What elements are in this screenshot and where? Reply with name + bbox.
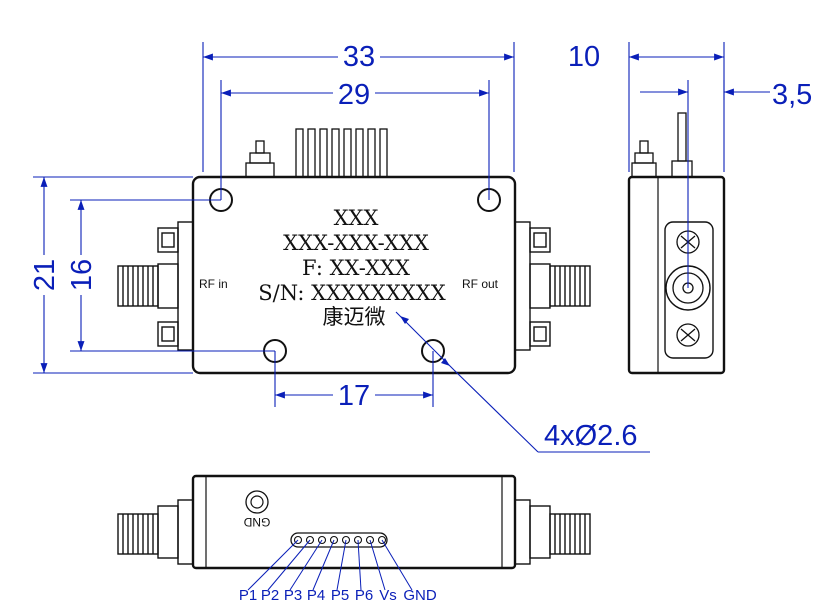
gnd-top-label: GND xyxy=(243,515,270,529)
dim-height-inner: 16 xyxy=(66,259,98,291)
pin-label-p6: P6 xyxy=(355,587,373,604)
pin-label-p1: P1 xyxy=(239,587,257,604)
dim-hole-spec: 4xØ2.6 xyxy=(544,420,638,452)
rf-out-connector xyxy=(514,221,591,351)
dim-depth: 10 xyxy=(568,41,600,73)
rf-in-label: RF in xyxy=(199,277,228,291)
top-view xyxy=(117,128,591,375)
rf-in-connector xyxy=(117,221,194,351)
label-line4: S/N: XXXXXXXXX xyxy=(258,281,445,305)
side-body xyxy=(627,175,726,375)
label-line3: F: XX-XXX xyxy=(302,256,410,280)
pin-label-p2: P2 xyxy=(261,587,279,604)
dim-hole-spacing: 17 xyxy=(338,380,370,412)
pin-label-p4: P4 xyxy=(307,587,325,604)
dim-width-inner: 29 xyxy=(338,79,370,111)
label-brand: 康迈微 xyxy=(323,305,386,329)
side-view xyxy=(627,112,726,375)
side-dimension-lines xyxy=(628,42,770,288)
pin-label-p3: P3 xyxy=(284,587,302,604)
dim-width-outer: 33 xyxy=(343,41,375,73)
pin-leaders xyxy=(247,539,413,591)
label-line2: XXX-XXX-XXX xyxy=(283,231,429,255)
pin-label-vs: Vs xyxy=(379,587,397,604)
top-pins xyxy=(295,128,388,178)
bottom-body xyxy=(191,474,517,570)
rf-out-label: RF out xyxy=(462,277,499,291)
bottom-view xyxy=(117,474,591,570)
label-line1: XXX xyxy=(334,206,379,230)
dim-height-outer: 21 xyxy=(29,259,61,291)
pin-label-p5: P5 xyxy=(331,587,349,604)
pin-label-gnd: GND xyxy=(403,587,437,604)
gnd-post xyxy=(245,140,275,178)
dim-offset: 3,5 xyxy=(772,79,812,111)
